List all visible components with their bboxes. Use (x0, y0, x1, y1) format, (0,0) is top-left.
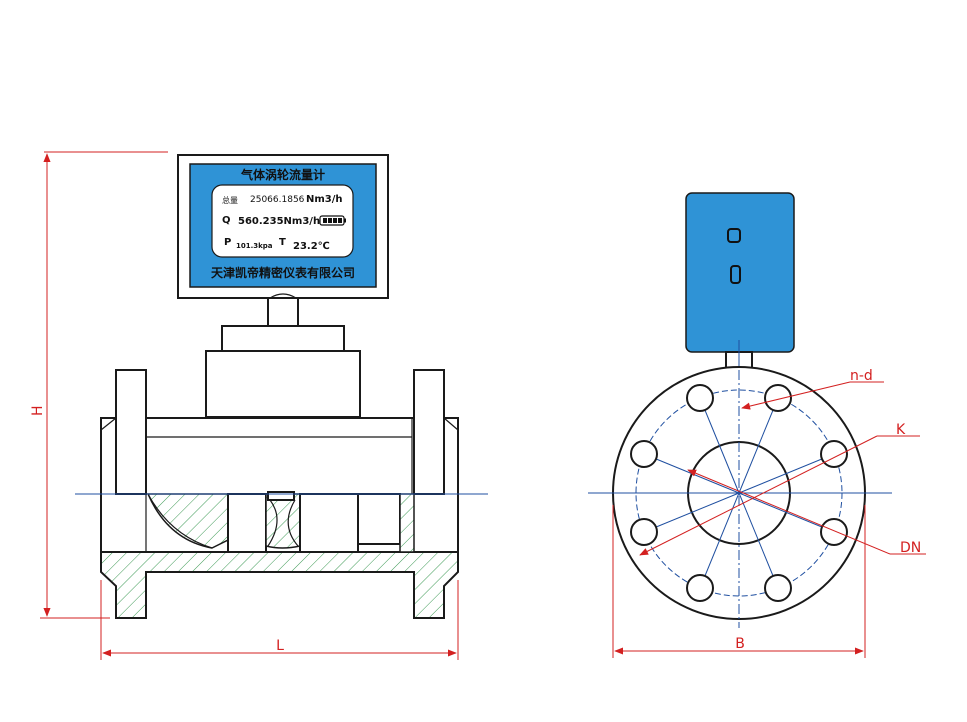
total-value: 25066.1856 (250, 195, 305, 205)
section-view (100, 491, 459, 619)
t-label: T (279, 237, 286, 248)
q-label: Q (222, 215, 231, 226)
dimension-b-label: B (735, 636, 745, 652)
button-icon-lower (730, 265, 741, 284)
left-flange (115, 369, 147, 495)
dimension-nd: n-d (741, 368, 884, 410)
total-unit: Nm3/h (306, 194, 343, 205)
dimension-k: K (639, 422, 920, 556)
meter-title: 气体涡轮流量计 (240, 167, 325, 182)
display-head: 气体涡轮流量计 总量 25066.1856 Nm3/h Q 560.235Nm3… (177, 154, 389, 299)
display-neck (205, 293, 361, 418)
dimension-dn-label: DN (900, 540, 921, 556)
total-label: 总量 (222, 195, 238, 205)
q-value: 560.235Nm3/h (238, 216, 320, 227)
p-label: P (224, 237, 231, 248)
radial-centerlines (643, 397, 835, 589)
dimension-k-label: K (896, 422, 906, 438)
dimension-h: H (30, 151, 168, 619)
dimension-nd-label: n-d (850, 368, 873, 384)
lcd-screen (211, 184, 354, 258)
company-name: 天津凯帝精密仪表有限公司 (211, 265, 355, 280)
t-value: 23.2℃ (293, 241, 330, 252)
dimension-dn: DN (687, 469, 926, 556)
side-view: n-d K DN B (588, 192, 926, 658)
dimension-l: L (100, 580, 459, 660)
front-view: 气体涡轮流量计 总量 25066.1856 Nm3/h Q 560.235Nm3… (30, 151, 488, 660)
p-value: 101.3kpa (236, 242, 273, 250)
dimension-l-label: L (276, 638, 284, 654)
right-flange (413, 369, 445, 495)
button-icon-upper (727, 228, 741, 243)
bolt-holes (630, 384, 848, 602)
dimension-b: B (612, 505, 866, 658)
battery-icon (319, 215, 346, 226)
dimension-h-label: H (30, 405, 46, 416)
